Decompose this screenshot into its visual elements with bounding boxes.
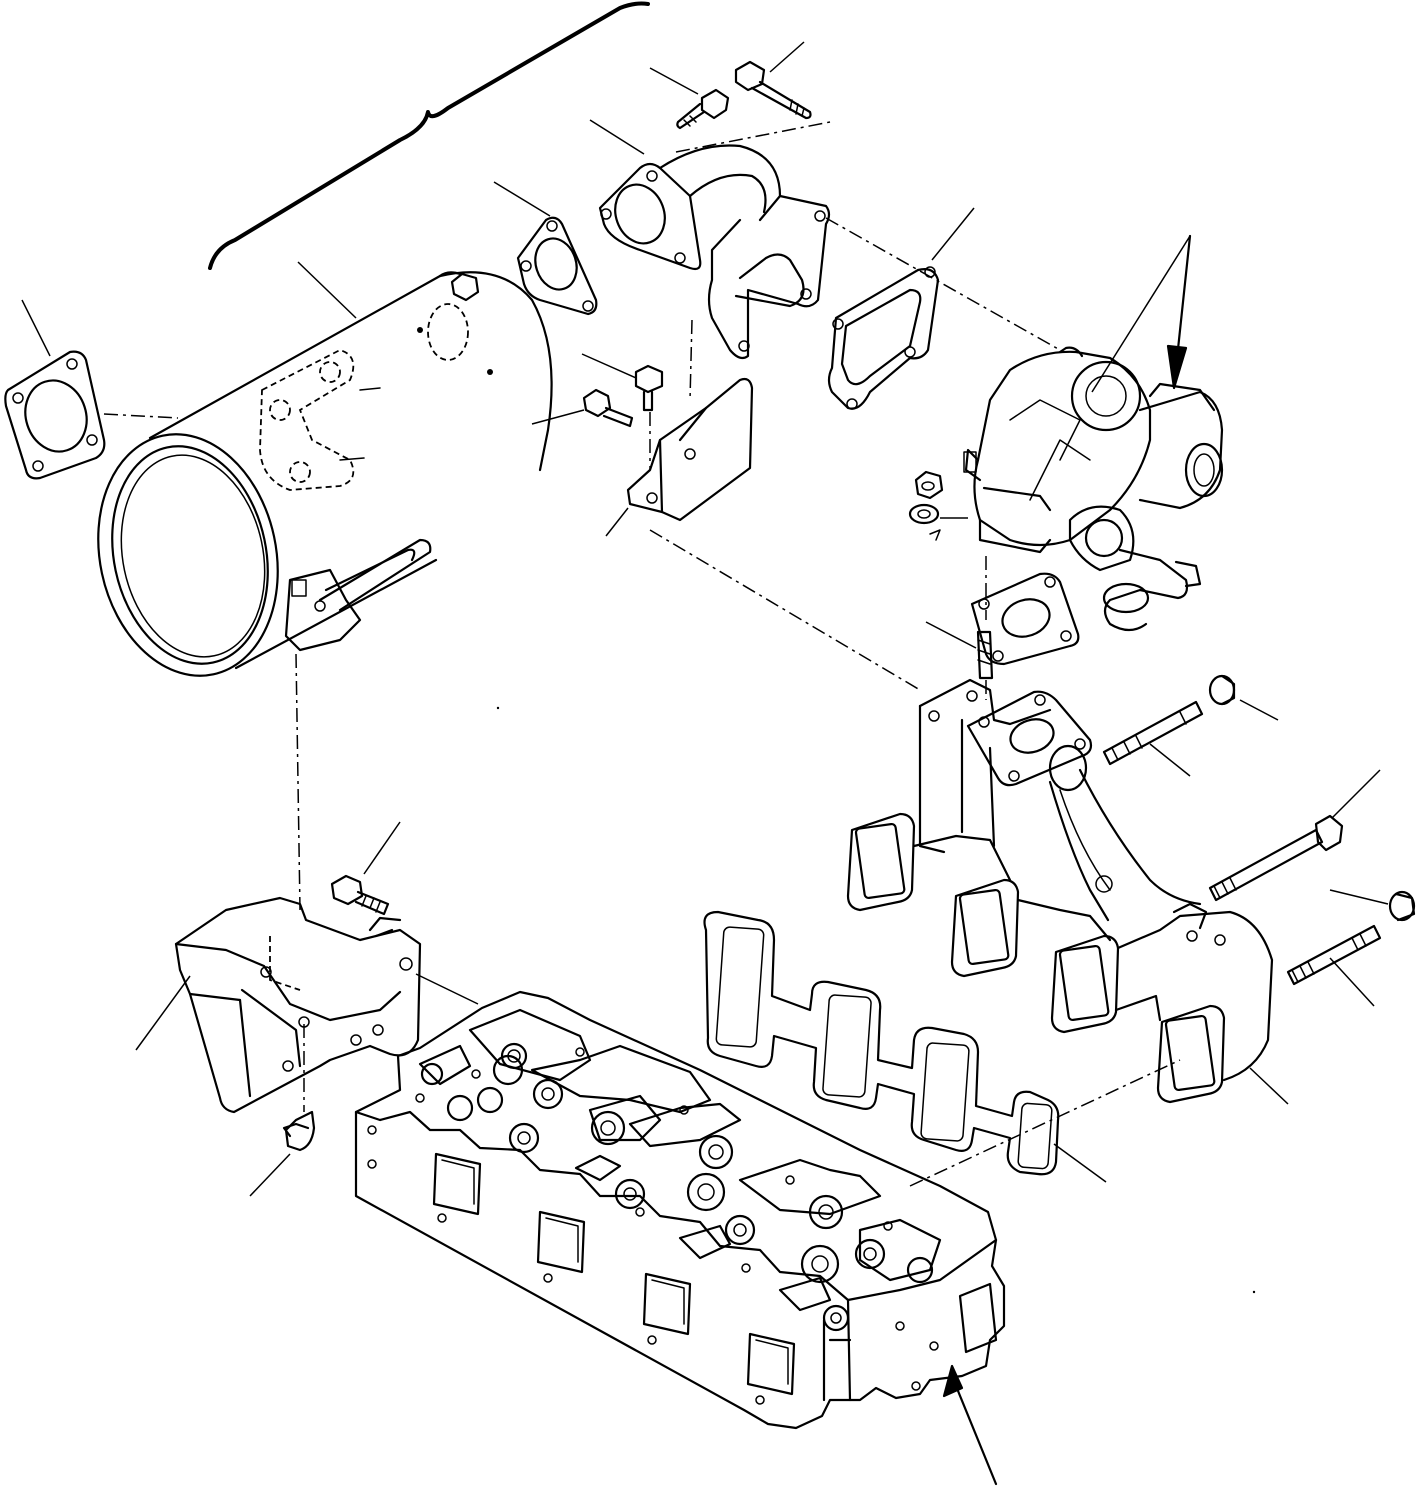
cylinder-head-arrow (942, 1364, 998, 1486)
support-bracket (605, 319, 921, 691)
turbo-inlet-gasket (827, 207, 975, 410)
manifold-stud-lower (1286, 924, 1382, 1007)
elbow-gasket (493, 181, 598, 316)
manifold-nut-upper (1208, 674, 1279, 721)
cylinder-head (354, 990, 1006, 1430)
turbo-arrow (1166, 234, 1192, 390)
exhaust-manifold (846, 678, 1289, 1105)
stray-mark (496, 706, 500, 710)
exhaust-elbow (589, 119, 1061, 360)
manifold-stud-upper (1102, 700, 1204, 777)
elbow-bolt-long (734, 41, 812, 120)
manifold-gasket (703, 910, 1181, 1187)
turbo-washer (908, 503, 968, 541)
muffler (97, 261, 553, 911)
turbo-gasket (970, 572, 1080, 666)
assembly-brace (208, 1, 650, 270)
muffler-bracket-bolt (330, 821, 401, 916)
elbow-bolt-short (649, 67, 730, 130)
muffler-bracket (135, 896, 479, 1114)
stray-mark (1252, 1290, 1256, 1294)
bracket-bolt-vertical (581, 353, 664, 470)
manifold-nut-lower (1329, 889, 1416, 922)
bracket-lower-bolt (249, 1110, 316, 1197)
turbocharger (963, 235, 1224, 632)
turbo-nut (914, 470, 944, 500)
manifold-bolt-long (1208, 769, 1381, 902)
muffler-flange-gasket (4, 299, 179, 480)
turbo-stud (925, 621, 994, 700)
bracket-bolt-horizontal (531, 388, 634, 428)
